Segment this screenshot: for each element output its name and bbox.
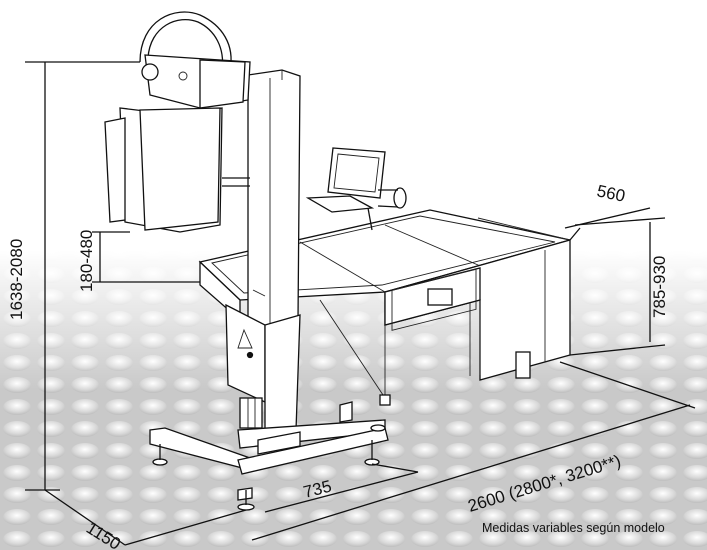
- dimension-lines: [25, 61, 696, 546]
- machine: [104, 11, 571, 511]
- control-box: [225, 303, 301, 441]
- base-frame: [149, 401, 389, 511]
- variable-measures-note: Medidas variables según modelo: [482, 521, 665, 535]
- total-height-label: 1638-2080: [7, 239, 26, 320]
- head-clearance-label: 180-480: [77, 230, 96, 292]
- table-width-label: 560: [595, 181, 627, 205]
- table-height-label: 785-930: [650, 256, 669, 318]
- vertical-column: [247, 69, 301, 329]
- floor-texture: [0, 250, 707, 550]
- light-head: [104, 11, 251, 233]
- monitor: [305, 147, 407, 231]
